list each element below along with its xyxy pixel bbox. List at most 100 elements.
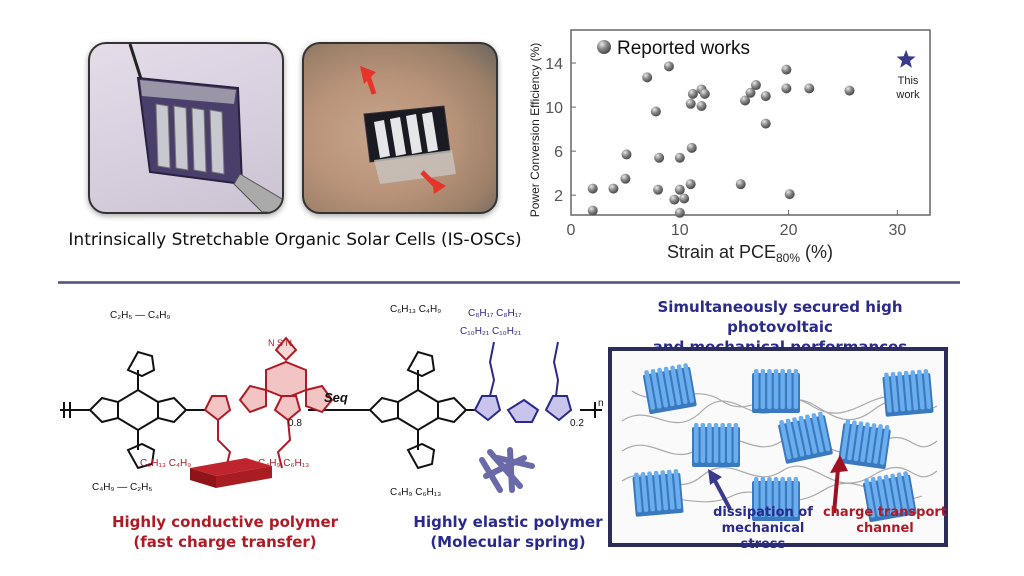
conductive-label-line1: Highly conductive polymer — [111, 513, 339, 531]
fraction-0-8: 0.8 — [288, 418, 302, 429]
x-axis-label: Strain at PCE80% (%) — [667, 242, 833, 265]
is-osc-caption: Intrinsically Stretchable Organic Solar … — [68, 230, 522, 250]
data-point — [781, 83, 792, 94]
this-work-star — [896, 49, 916, 68]
stretch-arrow-up-icon — [360, 66, 376, 84]
stretched-cell-illustration — [128, 44, 282, 212]
data-point — [735, 179, 746, 190]
charge-arrow-icon — [830, 455, 848, 514]
section-divider — [58, 281, 960, 284]
side-chain-c6h13-top: C₆H₁₃ C₄H₉ — [390, 304, 441, 315]
morphology-panel — [608, 347, 948, 547]
data-point — [679, 193, 690, 204]
side-chain-c8h17: C₈H₁₇ C₈H₁₇ — [468, 308, 522, 319]
y-axis-label: Power Conversion Efficiency (%) — [528, 43, 542, 218]
crystal-domain — [778, 411, 833, 464]
annotation-this: This — [898, 75, 919, 87]
data-point — [642, 72, 653, 83]
data-point — [674, 207, 685, 218]
crystal-domain — [838, 419, 891, 469]
crystal-domain — [752, 369, 800, 413]
side-chain-c4h9-bottom-right: C₄H₉ C₆H₁₃ — [390, 487, 441, 498]
data-point — [674, 184, 685, 195]
crystal-domain — [632, 469, 684, 517]
data-point — [608, 183, 619, 194]
stress-label-line1: dissipation of — [713, 505, 813, 520]
polymer-structure-diagram: N S N C₂H₅ — C₄H₉ C₄H₉ — C₂H₅ C₆H₁₃ C₄H₉… — [60, 304, 604, 498]
seq-label: Seq — [324, 390, 348, 405]
side-chain-c6h13-right: C₄H₉ C₆H₁₃ — [258, 458, 309, 469]
data-point — [687, 88, 698, 99]
y-tick-label: 6 — [554, 144, 563, 161]
crystal-domain — [882, 369, 934, 417]
data-point — [685, 98, 696, 109]
x-tick-label: 10 — [671, 222, 689, 239]
data-point — [745, 87, 756, 98]
data-point — [699, 88, 710, 99]
side-chain-c10h21: C₁₀H₂₁ C₁₀H₂₁ — [460, 326, 522, 337]
stress-label: dissipation of mechanical stress — [698, 505, 828, 553]
repeat-n: n — [598, 398, 604, 409]
annotation-work: work — [895, 89, 920, 101]
data-point — [784, 189, 795, 200]
data-point — [669, 194, 680, 205]
data-point — [654, 152, 665, 163]
legend-label: Reported works — [617, 38, 750, 59]
conductive-polymer-label: Highly conductive polymer (fast charge t… — [110, 512, 340, 552]
x-tick-label: 30 — [888, 222, 906, 239]
charge-label: charge transport channel — [820, 505, 950, 537]
side-chain-c6h13-left: C₆H₁₃ C₄H₉ — [140, 458, 191, 469]
data-point — [653, 184, 664, 195]
elastic-spring-icon — [479, 447, 535, 493]
stress-label-line2: mechanical stress — [721, 521, 805, 552]
x-tick-label: 0 — [567, 222, 576, 239]
y-tick-label: 14 — [545, 56, 563, 73]
data-point — [696, 100, 707, 111]
elastic-label-line2: (Molecular spring) — [430, 533, 586, 551]
data-point — [781, 64, 792, 75]
morphology-title-line1: Simultaneously secured high photovoltaic — [657, 298, 903, 336]
y-tick-label: 10 — [545, 100, 563, 117]
legend-marker — [597, 40, 611, 54]
data-point — [587, 205, 598, 216]
data-point — [621, 149, 632, 160]
data-point — [750, 80, 761, 91]
thiadiazole-label: N S N — [268, 338, 292, 348]
charge-label-line2: channel — [856, 521, 914, 536]
data-point — [804, 83, 815, 94]
data-point — [620, 173, 631, 184]
side-chain-c4h9-bottom: C₄H₉ — C₂H₅ — [92, 482, 152, 493]
crystal-domain — [692, 423, 740, 467]
data-point — [686, 142, 697, 153]
x-tick-label: 20 — [780, 222, 798, 239]
conductive-stack-icon — [190, 458, 272, 488]
crystal-domain — [643, 363, 697, 415]
elastic-polymer-label: Highly elastic polymer (Molecular spring… — [408, 512, 608, 552]
conductive-label-line2: (fast charge transfer) — [133, 533, 317, 551]
conductive-unit — [203, 336, 334, 469]
morphology-illustration — [621, 363, 938, 523]
data-point — [760, 91, 771, 102]
charge-label-line1: charge transport — [822, 505, 948, 520]
data-point — [650, 106, 661, 117]
data-point — [674, 152, 685, 163]
data-point — [844, 85, 855, 96]
data-point — [587, 183, 598, 194]
y-tick-label: 2 — [554, 188, 563, 205]
stress-arrow-icon — [708, 469, 732, 510]
data-point — [685, 179, 696, 190]
plot-frame — [570, 29, 931, 216]
skin-patch-illustration — [360, 66, 456, 194]
data-point — [760, 118, 771, 129]
elastic-unit — [473, 341, 573, 423]
data-point — [740, 95, 751, 106]
crystal-domain — [752, 477, 800, 521]
data-point — [663, 61, 674, 72]
crystal-domain — [863, 471, 917, 523]
elastic-label-line1: Highly elastic polymer — [413, 513, 603, 531]
side-chain-c2h5-top: C₂H₅ — C₄H₉ — [110, 310, 170, 321]
photo-skin-patch — [302, 42, 498, 214]
photo-stretched-cell — [88, 42, 284, 214]
fraction-0-2: 0.2 — [570, 418, 584, 429]
